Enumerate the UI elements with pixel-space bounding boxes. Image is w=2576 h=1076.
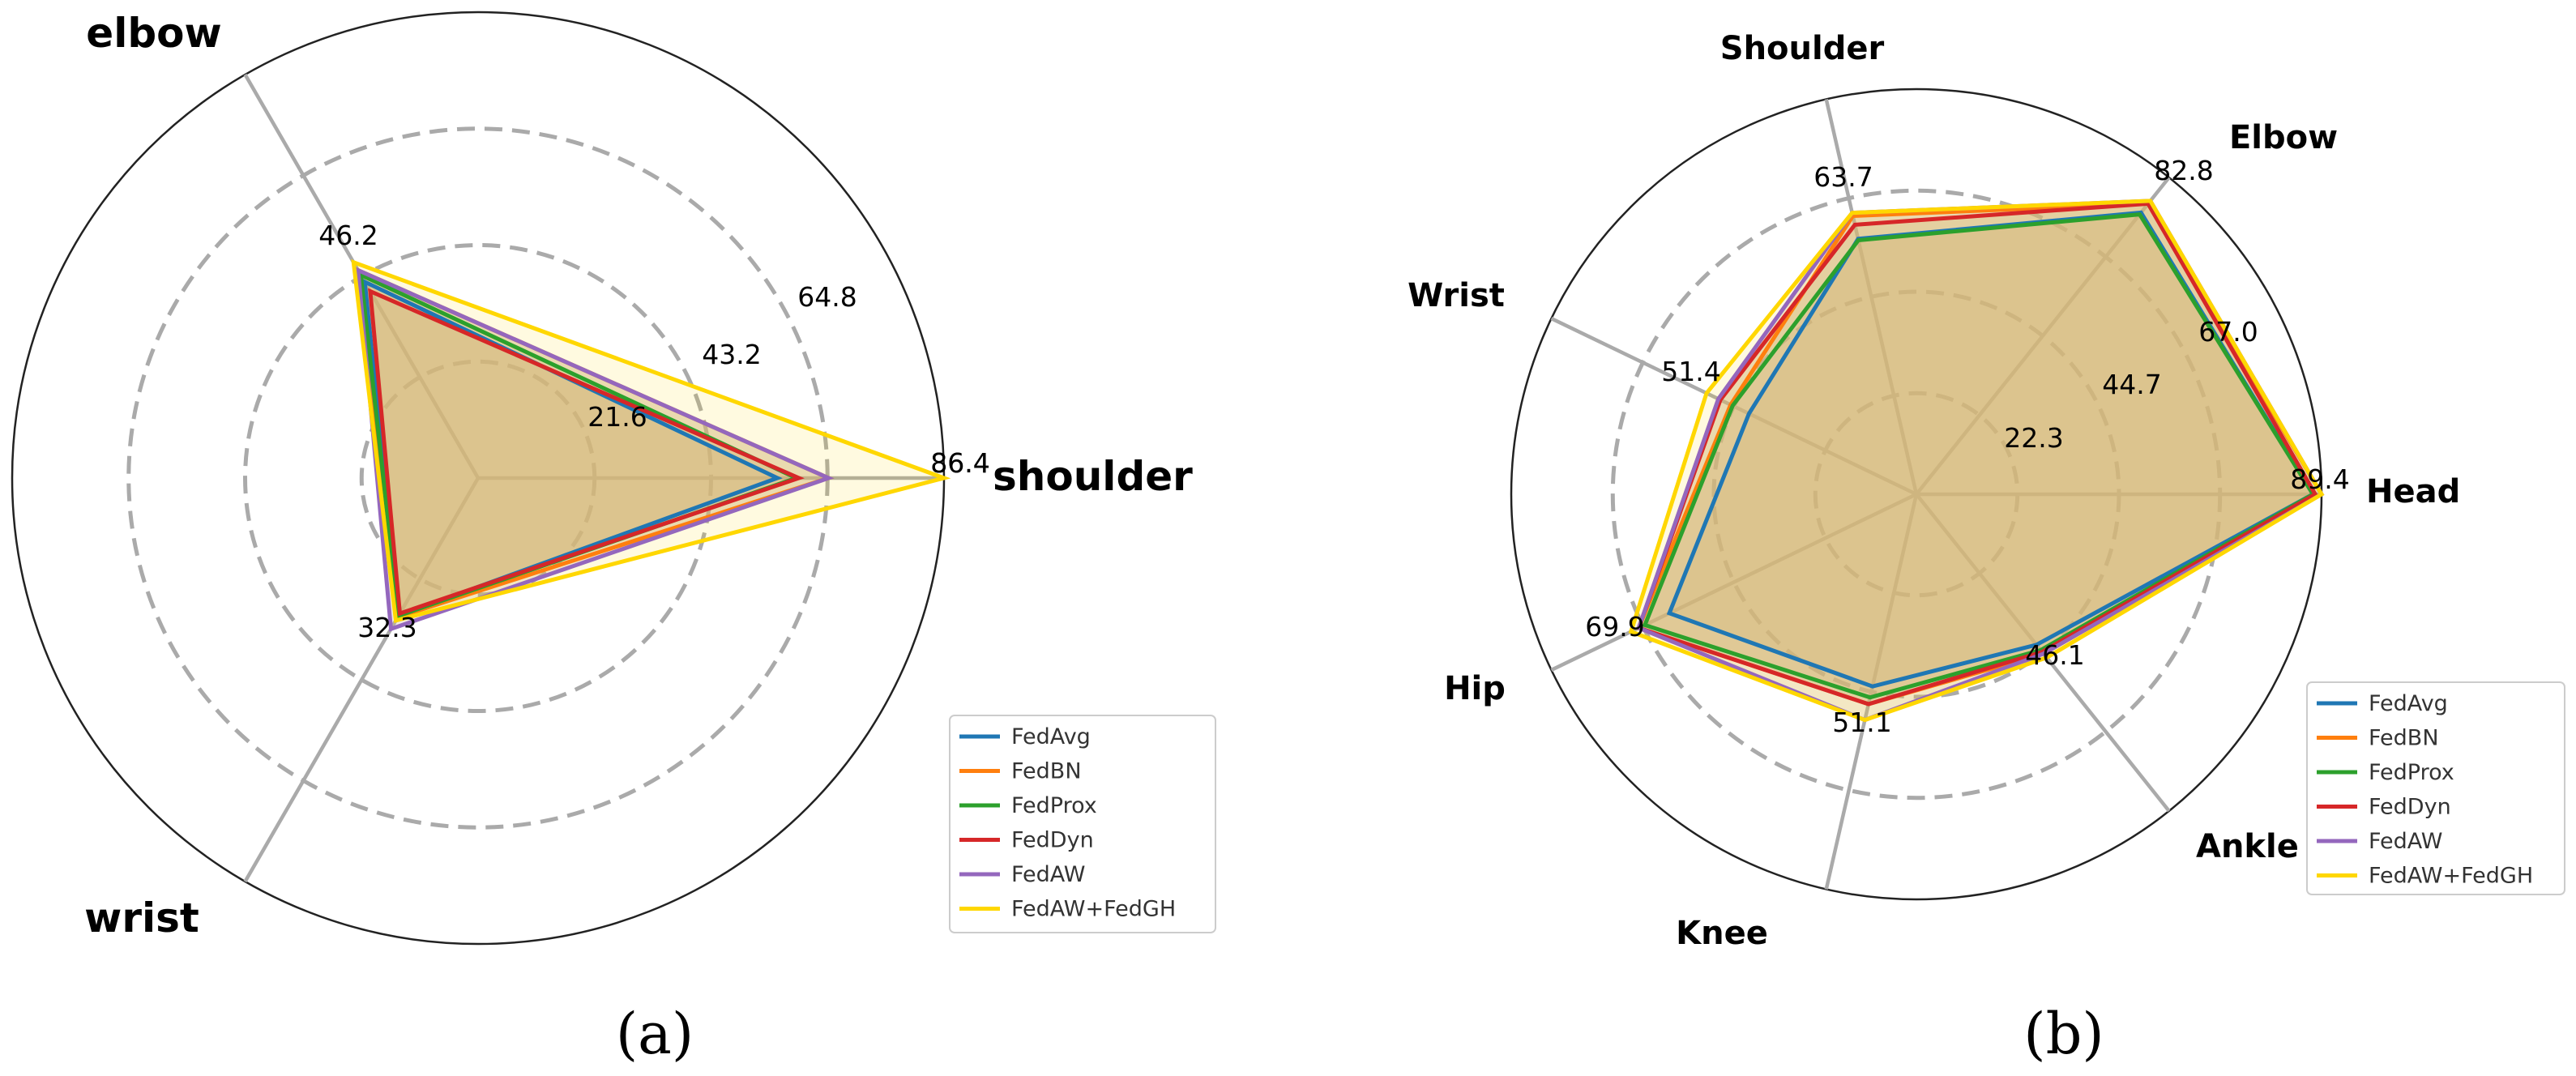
legend-label: FedAvg	[2369, 691, 2448, 716]
axis-spoke	[1550, 492, 1917, 672]
axis-value-label: 89.4	[2290, 463, 2349, 495]
ring-label: 22.3	[2004, 422, 2063, 454]
axis-label-wrist: wrist	[84, 895, 199, 942]
ring-label: 44.7	[2102, 369, 2161, 400]
legend-label: FedDyn	[1011, 828, 1094, 853]
legend-box	[949, 715, 1216, 933]
axis-spoke	[1915, 176, 2171, 496]
ring-label: 21.6	[587, 401, 647, 433]
radar-chart-b: 22.3 44.7 67.0 89.4 82.8 63.7 51.4 69.9 51.1 46.1…	[1408, 30, 2565, 1067]
axis-label-head: Head	[2366, 473, 2460, 510]
series-fill	[357, 270, 829, 630]
legend-label: FedBN	[1011, 759, 1082, 784]
axis-label-wrist: Wrist	[1408, 277, 1505, 314]
radar-chart-a: 21.643.264.886.486.446.232.3shoulderelbo…	[11, 10, 1216, 1067]
ring-label: 64.8	[797, 281, 857, 313]
ring-label: 86.4	[930, 447, 989, 479]
axis-label-elbow: elbow	[86, 10, 221, 57]
series-fill	[361, 275, 797, 616]
series-fill	[353, 262, 944, 621]
axis-spoke	[243, 476, 480, 883]
series-fill	[1638, 203, 2322, 704]
series-fill	[365, 281, 778, 616]
legend-label: FedDyn	[2369, 795, 2451, 820]
axis-label-knee: Knee	[1676, 915, 1768, 952]
axis-value-label: 32.3	[357, 612, 417, 643]
series-line	[368, 288, 805, 617]
axis-label-shoulder: shoulder	[993, 453, 1193, 500]
legend-label: FedAW+FedGH	[2369, 864, 2533, 889]
axis-value-label: 46.2	[318, 220, 378, 251]
series-fill	[370, 291, 799, 614]
chart-caption: (a)	[616, 1001, 694, 1067]
ring-label: 67.0	[2198, 316, 2258, 348]
legend-label: FedAW	[1011, 862, 1086, 887]
legend-label: FedAW	[2369, 829, 2443, 854]
legend-label: FedProx	[1011, 793, 1097, 818]
ring-label: 43.2	[702, 339, 761, 370]
series-line	[1628, 199, 2325, 723]
legend-label: FedProx	[2369, 760, 2454, 785]
axis-spoke	[1824, 99, 1919, 495]
legend-label: FedAW+FedGH	[1011, 897, 1176, 922]
series-fill	[357, 270, 829, 617]
axis-label-ankle: Ankle	[2196, 828, 2299, 865]
series-fill	[1630, 200, 2322, 720]
axis-value-label: 82.8	[2154, 155, 2213, 186]
legend-label: FedAvg	[1011, 724, 1091, 749]
series-line	[1642, 211, 2316, 700]
axis-value-label: 69.9	[1585, 611, 1644, 643]
axis-value-label: 63.7	[1813, 161, 1873, 193]
axis-value-label: 51.1	[1832, 707, 1891, 738]
series-fill	[1669, 212, 2313, 687]
axis-value-label: 51.4	[1661, 356, 1720, 387]
axis-value-label: 86.4	[930, 447, 989, 479]
legend-label: FedBN	[2369, 726, 2439, 751]
chart-caption: (b)	[2023, 1001, 2104, 1067]
series-fill	[1644, 214, 2313, 698]
axis-value-label: 46.1	[2025, 639, 2084, 671]
axis-label-shoulder: Shoulder	[1720, 30, 1885, 67]
series-fill	[1638, 203, 2316, 704]
legend-box	[2306, 681, 2565, 895]
axis-spoke	[1824, 493, 1919, 890]
axis-label-hip: Hip	[1444, 670, 1506, 707]
axis-label-elbow: Elbow	[2229, 119, 2338, 156]
series-line	[351, 258, 951, 623]
